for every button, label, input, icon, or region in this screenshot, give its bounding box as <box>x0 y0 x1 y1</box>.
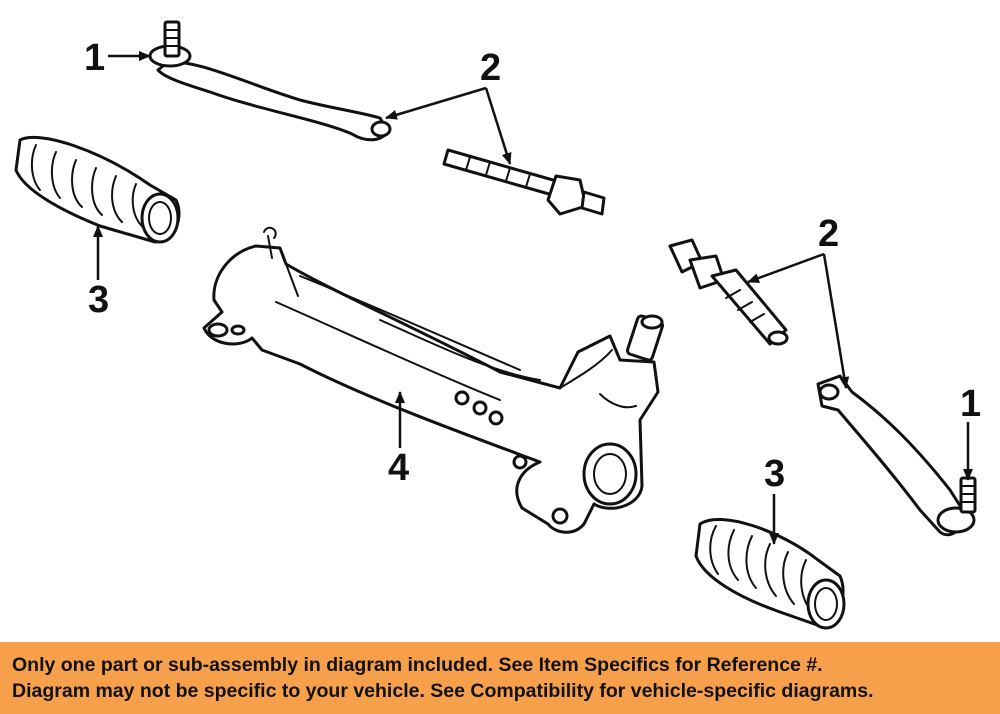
inner-tie-rod-upper <box>442 148 606 216</box>
steering-rack-housing <box>202 226 665 534</box>
callout-1-right: 1 <box>960 383 981 425</box>
callout-2-upper: 2 <box>480 47 501 89</box>
disclaimer-line-2: Diagram may not be specific to your vehi… <box>12 680 874 702</box>
dust-boot-right <box>694 518 846 630</box>
disclaimer-line-1: Only one part or sub-assembly in diagram… <box>12 654 823 676</box>
outer-tie-rod-end-right <box>816 374 977 537</box>
callout-4: 4 <box>388 447 409 489</box>
dust-boot-left <box>14 135 181 244</box>
inner-tie-rod-right <box>668 238 789 346</box>
disclaimer-banner: Only one part or sub-assembly in diagram… <box>0 642 1000 714</box>
callout-3-right: 3 <box>764 453 785 495</box>
steering-rack-parts-diagram: 1 2 3 2 1 4 3 <box>14 20 981 630</box>
callout-3-left: 3 <box>88 279 109 321</box>
callout-2-right: 2 <box>818 213 839 255</box>
outer-tie-rod-end-left <box>148 20 392 142</box>
callout-1-upper: 1 <box>84 37 105 79</box>
leader-lines <box>93 51 973 545</box>
